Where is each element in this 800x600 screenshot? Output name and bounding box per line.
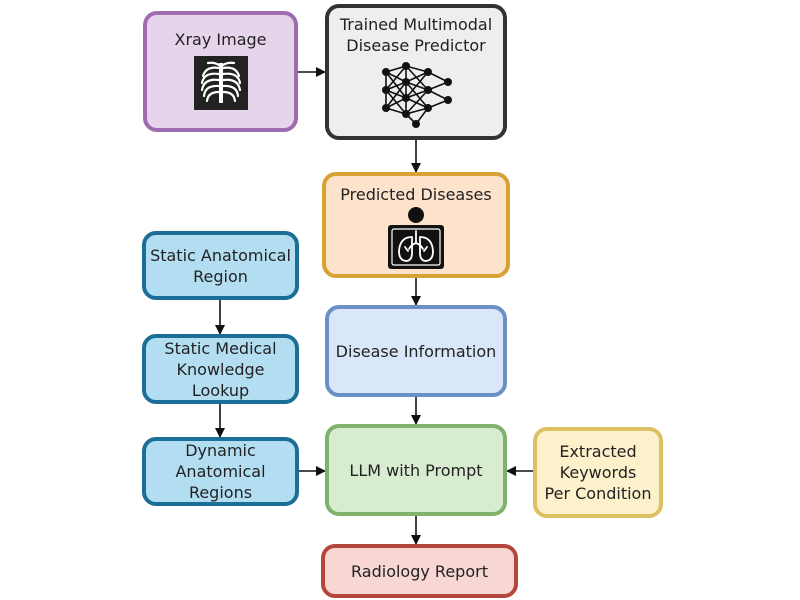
predicted-diseases-label: Predicted Diseases: [340, 185, 492, 204]
xray-image-label: Xray Image: [174, 30, 267, 49]
radiology-report-node: Radiology Report: [321, 544, 518, 598]
extracted-keywords-node: Extracted Keywords Per Condition: [533, 427, 663, 518]
llm-with-prompt-node: LLM with Prompt: [325, 424, 507, 516]
static-anatomical-region-label: Static Anatomical Region: [150, 245, 291, 286]
predicted-diseases-node: Predicted Diseases: [322, 172, 510, 278]
disease-predictor-node: Trained Multimodal Disease Predictor: [325, 4, 507, 140]
dynamic-anatomical-regions-node: Dynamic Anatomical Regions: [142, 437, 299, 506]
neural-network-icon: [376, 60, 456, 135]
knowledge-lookup-label: Static Medical Knowledge Lookup: [164, 338, 277, 400]
llm-with-prompt-label: LLM with Prompt: [349, 460, 483, 480]
dynamic-anatomical-regions-label: Dynamic Anatomical Regions: [175, 441, 266, 502]
xray-image-node: Xray Image: [143, 11, 298, 132]
disease-information-node: Disease Information: [325, 305, 507, 397]
chest-xray-icon: [193, 56, 248, 115]
disease-information-label: Disease Information: [335, 341, 497, 361]
extracted-keywords-label: Extracted Keywords Per Condition: [544, 442, 652, 503]
knowledge-lookup-node: Static Medical Knowledge Lookup: [142, 334, 299, 404]
disease-predictor-label: Trained Multimodal Disease Predictor: [339, 15, 493, 55]
static-anatomical-region-node: Static Anatomical Region: [142, 231, 299, 300]
patient-lungs-icon: [385, 207, 447, 276]
radiology-report-label: Radiology Report: [351, 561, 488, 581]
